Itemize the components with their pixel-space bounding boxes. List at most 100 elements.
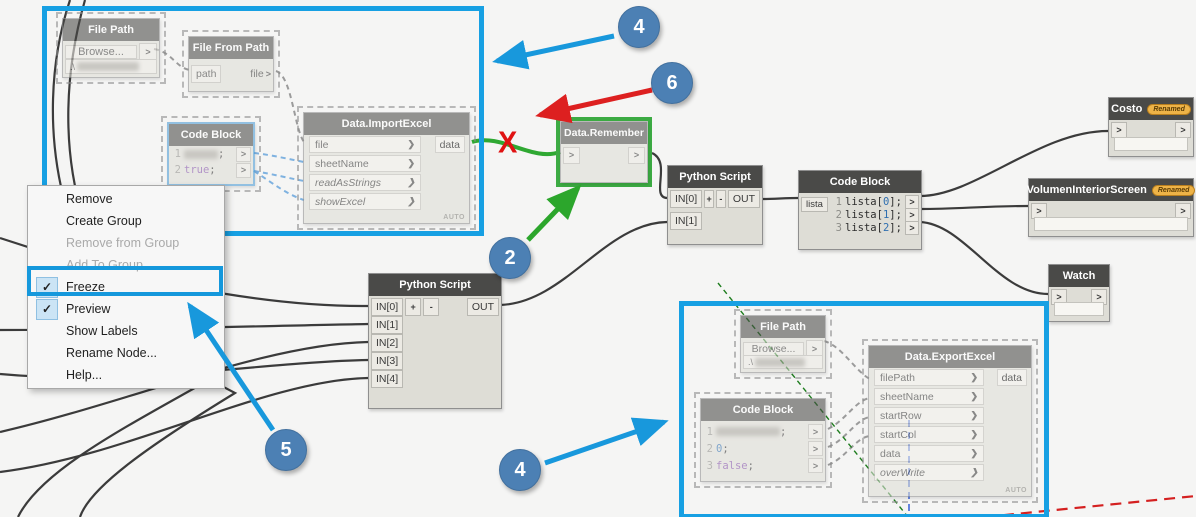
- browse-button[interactable]: Browse...: [743, 341, 804, 356]
- node-title[interactable]: Data.Remember: [561, 122, 647, 144]
- menu-item-freeze[interactable]: ✓Freeze: [28, 276, 224, 298]
- menu-item-help[interactable]: Help...: [28, 364, 224, 386]
- code-line[interactable]: 1 ; >: [169, 146, 253, 162]
- code-text: ;: [218, 148, 225, 160]
- input-port-file[interactable]: file ❯: [309, 136, 421, 153]
- input-label: filePath: [880, 371, 916, 384]
- file-path-value: .\: [743, 355, 823, 369]
- input-port-sheetname[interactable]: sheetName ❯: [874, 388, 984, 405]
- path-prefix: .\: [70, 61, 76, 72]
- node-volumen-interior-screen[interactable]: VolumenInteriorScreen Renamed > >: [1027, 178, 1196, 237]
- input-port-path[interactable]: path: [191, 65, 222, 83]
- node-title[interactable]: Python Script: [668, 166, 762, 188]
- code-line[interactable]: 1 lista[0]; >: [799, 194, 921, 209]
- node-file-path-top[interactable]: File Path Browse... > .\: [56, 12, 166, 84]
- node-title[interactable]: File Path: [63, 19, 159, 41]
- output-port[interactable]: >: [905, 207, 919, 222]
- output-port[interactable]: >: [808, 441, 823, 456]
- output-port[interactable]: >: [905, 194, 919, 209]
- add-input-button[interactable]: +: [704, 190, 714, 208]
- code-text: lista[: [845, 195, 883, 208]
- output-port[interactable]: >: [628, 146, 645, 164]
- input-port-startrow[interactable]: startRow ❯: [874, 407, 984, 424]
- output-port[interactable]: >: [808, 458, 823, 473]
- input-port[interactable]: >: [1031, 202, 1047, 219]
- menu-item-preview[interactable]: ✓Preview: [28, 298, 224, 320]
- input-port-in2[interactable]: IN[2]: [371, 334, 404, 352]
- node-code-block-lista[interactable]: Code Block lista 1 lista[0]; > 2 lista[1…: [798, 170, 922, 250]
- node-title[interactable]: Costo Renamed: [1109, 98, 1193, 120]
- node-watch[interactable]: Watch > >: [1048, 264, 1110, 322]
- line-number: 3: [835, 221, 842, 234]
- lacing-auto-label[interactable]: AUTO: [1005, 487, 1027, 494]
- menu-item-create-group[interactable]: Create Group: [28, 210, 224, 232]
- browse-button[interactable]: Browse...: [65, 45, 137, 59]
- code-line[interactable]: 3 lista[2]; >: [799, 220, 921, 235]
- node-title[interactable]: Data.ExportExcel: [869, 346, 1031, 368]
- input-port-in0[interactable]: IN[0]: [371, 298, 404, 316]
- input-port-in0[interactable]: IN[0]: [670, 190, 703, 208]
- input-port-filepath[interactable]: filePath ❯: [874, 369, 984, 386]
- node-data-export-excel[interactable]: Data.ExportExcel filePath ❯ data sheetNa…: [862, 339, 1038, 503]
- output-port-data[interactable]: data: [996, 369, 1027, 386]
- node-python-script-right[interactable]: Python Script IN[0] + - OUT IN[1]: [667, 165, 763, 245]
- chevron-icon: ❯: [970, 372, 978, 382]
- input-port-overwrite[interactable]: overWrite ❯: [874, 464, 984, 481]
- input-port-lista[interactable]: lista: [801, 197, 828, 212]
- input-port-startcol[interactable]: startCol ❯: [874, 426, 984, 443]
- output-port[interactable]: >: [236, 146, 251, 162]
- node-code-block-top[interactable]: Code Block 1 ; > 2 true ; >: [161, 116, 261, 192]
- output-port[interactable]: >: [236, 162, 251, 178]
- input-port-data[interactable]: data ❯: [874, 445, 984, 462]
- code-line[interactable]: 1 ; >: [701, 423, 825, 440]
- line-number: 2: [835, 208, 842, 221]
- remove-input-button[interactable]: -: [423, 298, 440, 316]
- node-title[interactable]: Data.ImportExcel: [304, 113, 469, 135]
- node-title[interactable]: Code Block: [701, 399, 825, 421]
- node-python-script-left[interactable]: Python Script IN[0] + - OUT IN[1] IN[2] …: [368, 273, 502, 409]
- node-file-path-bottom[interactable]: File Path Browse... > .\: [734, 309, 832, 379]
- input-label: overWrite: [880, 466, 925, 479]
- lacing-auto-label[interactable]: AUTO: [443, 214, 465, 221]
- node-title[interactable]: Code Block: [169, 124, 253, 146]
- node-title[interactable]: File Path: [741, 316, 825, 338]
- node-file-from-path[interactable]: File From Path path file >: [182, 30, 280, 98]
- input-port-showexcel[interactable]: showExcel ❯: [309, 193, 421, 210]
- output-port-data[interactable]: data: [434, 136, 465, 153]
- output-port-out[interactable]: OUT: [727, 190, 760, 208]
- line-number: 2: [174, 164, 181, 176]
- node-data-import-excel[interactable]: Data.ImportExcel file ❯ data sheetName ❯…: [297, 106, 476, 230]
- input-port-readasstrings[interactable]: readAsStrings ❯: [309, 174, 421, 191]
- output-port[interactable]: >: [265, 69, 271, 79]
- input-port[interactable]: >: [563, 146, 580, 164]
- code-line[interactable]: 2 true ; >: [169, 162, 253, 178]
- output-port[interactable]: >: [905, 220, 919, 235]
- input-port-in1[interactable]: IN[1]: [670, 212, 703, 230]
- input-port-in4[interactable]: IN[4]: [371, 370, 404, 388]
- output-port[interactable]: >: [808, 424, 823, 439]
- context-menu[interactable]: Remove Create Group Remove from Group Ad…: [27, 185, 225, 389]
- node-title[interactable]: Code Block: [799, 171, 921, 193]
- input-port-in3[interactable]: IN[3]: [371, 352, 404, 370]
- menu-item-show-labels[interactable]: Show Labels: [28, 320, 224, 342]
- remove-input-button[interactable]: -: [716, 190, 726, 208]
- menu-item-remove[interactable]: Remove: [28, 188, 224, 210]
- node-title[interactable]: VolumenInteriorScreen Renamed: [1027, 179, 1196, 201]
- node-title[interactable]: Python Script: [369, 274, 501, 296]
- node-code-block-bottom[interactable]: Code Block 1 ; > 2 0 ; > 3 false ; >: [694, 392, 832, 488]
- menu-item-rename-node[interactable]: Rename Node...: [28, 342, 224, 364]
- input-port-in1[interactable]: IN[1]: [371, 316, 404, 334]
- code-text: ;: [209, 164, 216, 176]
- node-title[interactable]: File From Path: [189, 37, 273, 59]
- code-line[interactable]: 3 false ; >: [701, 457, 825, 474]
- node-costo[interactable]: Costo Renamed > >: [1108, 97, 1194, 157]
- add-input-button[interactable]: +: [405, 298, 422, 316]
- output-port-out[interactable]: OUT: [466, 298, 499, 316]
- input-port[interactable]: >: [1111, 121, 1127, 138]
- node-data-remember[interactable]: Data.Remember > >: [560, 121, 648, 183]
- output-port[interactable]: >: [1175, 121, 1191, 138]
- input-port-sheetname[interactable]: sheetName ❯: [309, 155, 421, 172]
- code-line[interactable]: 2 0 ; >: [701, 440, 825, 457]
- node-title[interactable]: Watch: [1049, 265, 1109, 287]
